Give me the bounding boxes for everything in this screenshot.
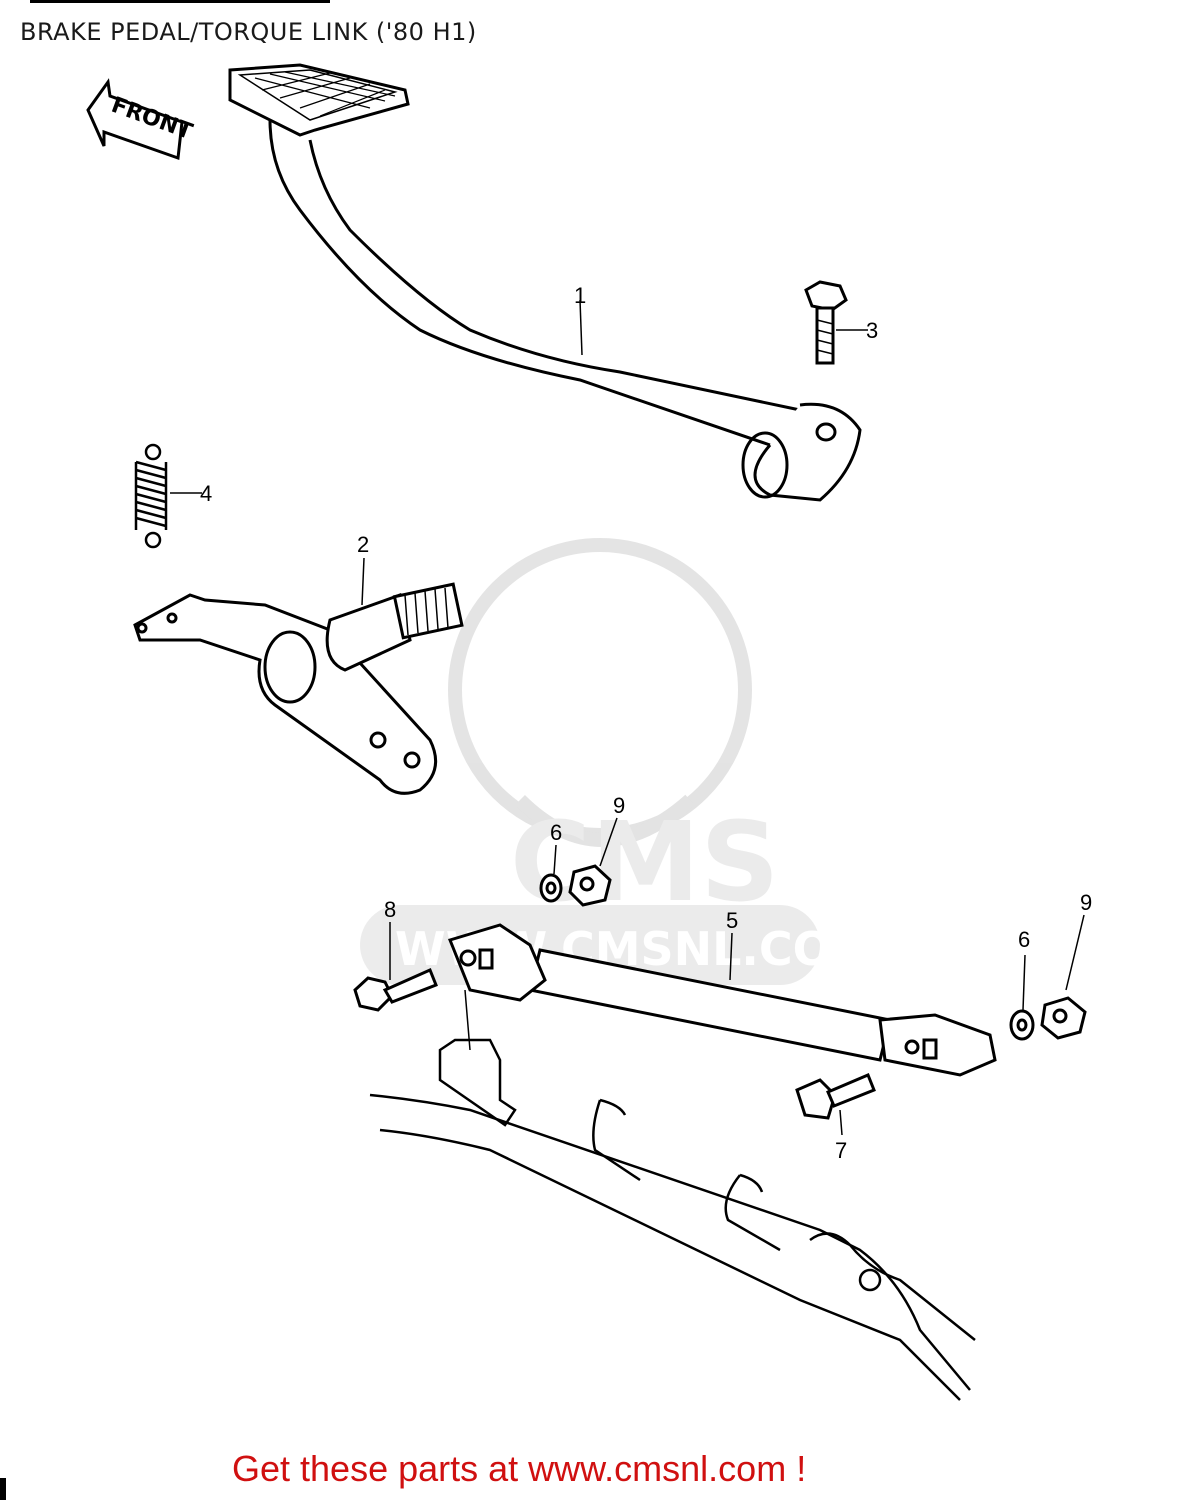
- callout-7: 7: [835, 1138, 847, 1163]
- callout-8: 8: [384, 897, 396, 922]
- callout-3: 3: [866, 318, 878, 343]
- bolt-left: [353, 967, 438, 1012]
- swing-arm-outline: [369, 989, 976, 1401]
- callout-6-right: 6: [1018, 927, 1030, 952]
- bolt-lower: [795, 1073, 876, 1120]
- callout-5: 5: [726, 908, 738, 933]
- callout-6-left: 6: [550, 820, 562, 845]
- page-title: BRAKE PEDAL/TORQUE LINK ('80 H1): [20, 18, 477, 46]
- brake-shaft-lever: [133, 582, 464, 795]
- edge-mark: [0, 1478, 6, 1500]
- brake-pedal: [228, 63, 862, 502]
- return-spring: [134, 443, 168, 549]
- washer-nut-left: [539, 864, 612, 907]
- callout-9-right: 9: [1080, 890, 1092, 915]
- watermark-brand: CMS: [510, 798, 779, 926]
- top-rule: [30, 0, 330, 3]
- callout-9-left: 9: [613, 793, 625, 818]
- callout-2: 2: [357, 532, 369, 557]
- callout-4: 4: [200, 481, 212, 506]
- callout-1: 1: [574, 283, 586, 308]
- washer-nut-right: [1009, 996, 1087, 1041]
- torque-link: [447, 923, 997, 1077]
- bolt-pedal: [804, 280, 848, 365]
- footer-promo[interactable]: Get these parts at www.cmsnl.com !: [232, 1448, 807, 1489]
- front-arrow: FRONT: [86, 78, 196, 161]
